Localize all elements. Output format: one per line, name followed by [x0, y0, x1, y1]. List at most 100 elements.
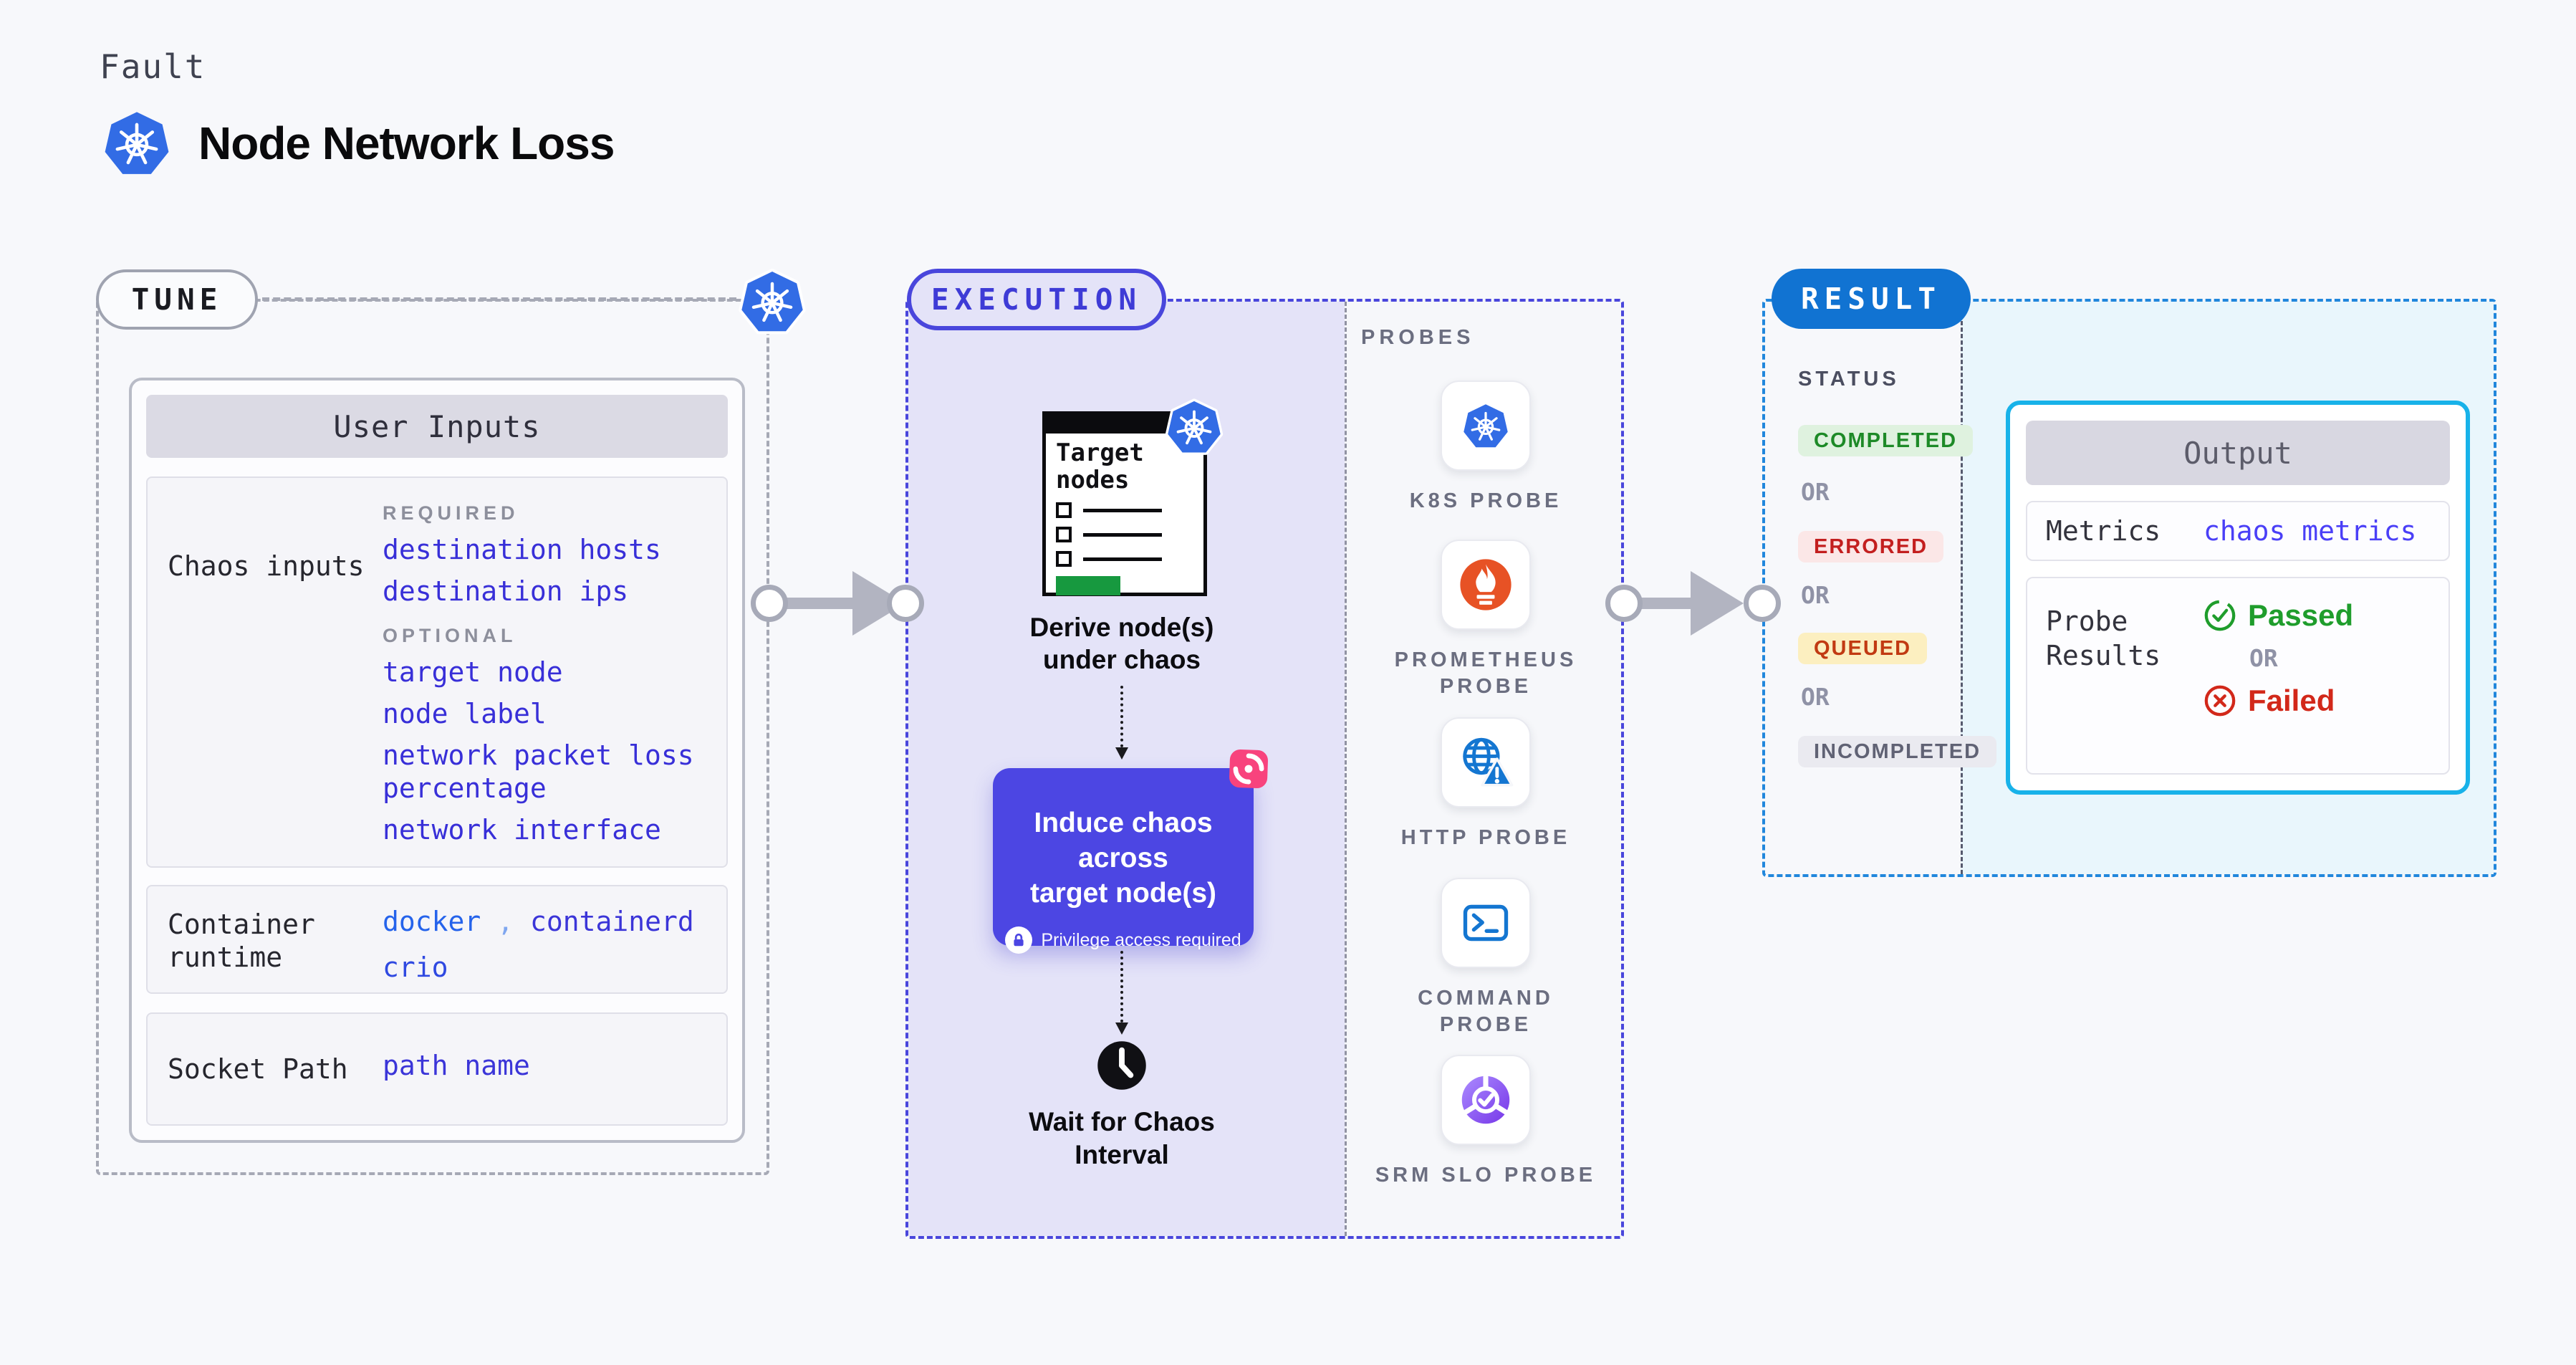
link-target-node[interactable]: target node [383, 656, 563, 688]
flow-arrow [774, 598, 852, 609]
kubernetes-icon [1163, 395, 1225, 459]
induce-chaos-label: Induce chaos across target node(s) [1029, 808, 1216, 909]
connector-dot [887, 585, 924, 622]
probe-results-label: Probe Results [2046, 605, 2161, 671]
metrics-row: Metrics chaos metrics [2026, 501, 2450, 561]
flow-arrow [1628, 598, 1691, 609]
passed-label: Passed [2248, 598, 2354, 632]
srm-slo-probe-card[interactable] [1441, 1055, 1531, 1145]
probe-label: PROMETHEUS PROBE [1394, 648, 1577, 698]
derive-nodes-label: Derive node(s) under chaos [1029, 613, 1214, 674]
status-heading: STATUS [1798, 368, 1900, 391]
probe-label: COMMAND PROBE [1418, 987, 1554, 1036]
clock-icon [1096, 1040, 1148, 1091]
socket-path-label: Socket Path [168, 1053, 348, 1085]
probe-label: SRM SLO PROBE [1375, 1164, 1597, 1187]
link-destination-hosts[interactable]: destination hosts [383, 534, 661, 565]
chaos-inputs-label: Chaos inputs [168, 550, 365, 582]
link-crio[interactable]: crio [383, 952, 448, 983]
connector-dot [751, 585, 788, 622]
x-circle-icon [2203, 684, 2236, 717]
status-badge-queued: QUEUED [1798, 633, 1928, 664]
kubernetes-icon [736, 264, 808, 339]
page-header: Node Network Loss [100, 105, 615, 182]
link-network-packet-loss-percentage[interactable]: network packet loss percentage [383, 739, 694, 804]
prometheus-probe-card[interactable] [1441, 540, 1531, 630]
container-runtime-row: Container runtime docker , containerd cr… [146, 885, 728, 994]
connector-dot [1605, 585, 1643, 622]
kubernetes-icon [1460, 399, 1512, 453]
status-divider [1961, 302, 1963, 874]
or-label: OR [1801, 683, 1830, 711]
link-path-name[interactable]: path name [383, 1050, 530, 1081]
failed-label: Failed [2248, 684, 2335, 717]
selection-bar [1056, 576, 1120, 595]
link-node-label[interactable]: node label [383, 698, 547, 729]
or-label: OR [1801, 478, 1830, 506]
result-pill[interactable]: RESULT [1772, 269, 1971, 329]
page-title: Node Network Loss [198, 118, 615, 169]
status-badge-errored: ERRORED [1798, 531, 1944, 562]
output-title: Output [2026, 421, 2450, 485]
probe-label: HTTP PROBE [1400, 826, 1571, 849]
fault-eyebrow: Fault [100, 47, 206, 86]
probe-label: K8S PROBE [1409, 489, 1562, 512]
optional-heading: OPTIONAL [383, 625, 517, 646]
slo-check-icon [1458, 1073, 1513, 1127]
node-checklist-item [1056, 527, 1193, 542]
output-card: Output Metrics chaos metrics Probe Resul… [2006, 401, 2470, 795]
dotted-connector [1120, 951, 1123, 1022]
link-network-interface[interactable]: network interface [383, 814, 661, 846]
wait-chaos-interval-label: Wait for Chaos Interval [1029, 1107, 1215, 1169]
execution-pill[interactable]: EXECUTION [907, 269, 1166, 330]
status-badge-completed: COMPLETED [1798, 425, 1974, 456]
link-destination-ips[interactable]: destination ips [383, 575, 629, 607]
http-probe-card[interactable] [1441, 717, 1531, 808]
probe-k8s: K8S PROBE [1345, 380, 1627, 514]
probe-command: COMMAND PROBE [1345, 878, 1627, 1038]
check-circle-icon [2203, 599, 2236, 632]
result-section: STATUS COMPLETED OR ERRORED OR QUEUED OR… [1762, 299, 2496, 877]
prometheus-icon [1458, 557, 1513, 612]
dotted-arrowhead [1115, 747, 1128, 760]
kubernetes-icon [100, 105, 174, 182]
command-probe-card[interactable] [1441, 878, 1531, 968]
tune-pill[interactable]: TUNE [96, 269, 258, 330]
probe-srm-slo: SRM SLO PROBE [1345, 1055, 1627, 1189]
or-label: OR [1801, 581, 1830, 609]
target-nodes-card: Target nodes [1042, 411, 1207, 596]
required-heading: REQUIRED [383, 502, 519, 524]
privilege-access-label: Privilege access required [1041, 929, 1241, 950]
status-badge-incompleted: INCOMPLETED [1798, 736, 1997, 767]
probes-heading: PROBES [1361, 326, 1475, 349]
induce-chaos-box: Induce chaos across target node(s) Privi… [993, 768, 1254, 954]
probe-prometheus: PROMETHEUS PROBE [1345, 540, 1627, 700]
or-label: OR [2249, 644, 2278, 672]
user-inputs-panel: User Inputs Chaos inputs REQUIRED destin… [129, 378, 745, 1143]
node-checklist-item [1056, 551, 1193, 567]
tune-connector-line [262, 297, 736, 301]
user-inputs-title: User Inputs [146, 395, 728, 458]
container-runtime-label: Container runtime [168, 909, 315, 973]
execution-section: Target nodes Derive node(s) under chaos … [905, 299, 1624, 1239]
probe-results-row: Probe Results Passed OR Failed [2026, 577, 2450, 775]
link-containerd[interactable]: containerd [529, 906, 694, 937]
chaos-pinwheel-icon [1228, 748, 1269, 790]
dotted-arrowhead [1115, 1022, 1128, 1035]
chaos-metrics-link[interactable]: chaos metrics [2203, 515, 2417, 547]
lock-icon [1005, 926, 1033, 954]
flow-arrowhead [1691, 571, 1744, 636]
node-checklist-item [1056, 502, 1193, 518]
dotted-connector [1120, 686, 1123, 747]
link-docker[interactable]: docker [383, 906, 481, 937]
globe-alert-icon [1458, 734, 1514, 790]
target-nodes-title: Target nodes [1056, 439, 1144, 494]
probes-divider [1345, 302, 1347, 1236]
socket-path-row: Socket Path path name [146, 1012, 728, 1126]
runtime-separator: , [497, 906, 514, 937]
terminal-icon [1458, 896, 1513, 950]
k8s-probe-card[interactable] [1441, 380, 1531, 471]
metrics-label: Metrics [2046, 515, 2161, 547]
connector-dot [1744, 585, 1781, 622]
chaos-inputs-row: Chaos inputs REQUIRED destination hosts … [146, 476, 728, 868]
